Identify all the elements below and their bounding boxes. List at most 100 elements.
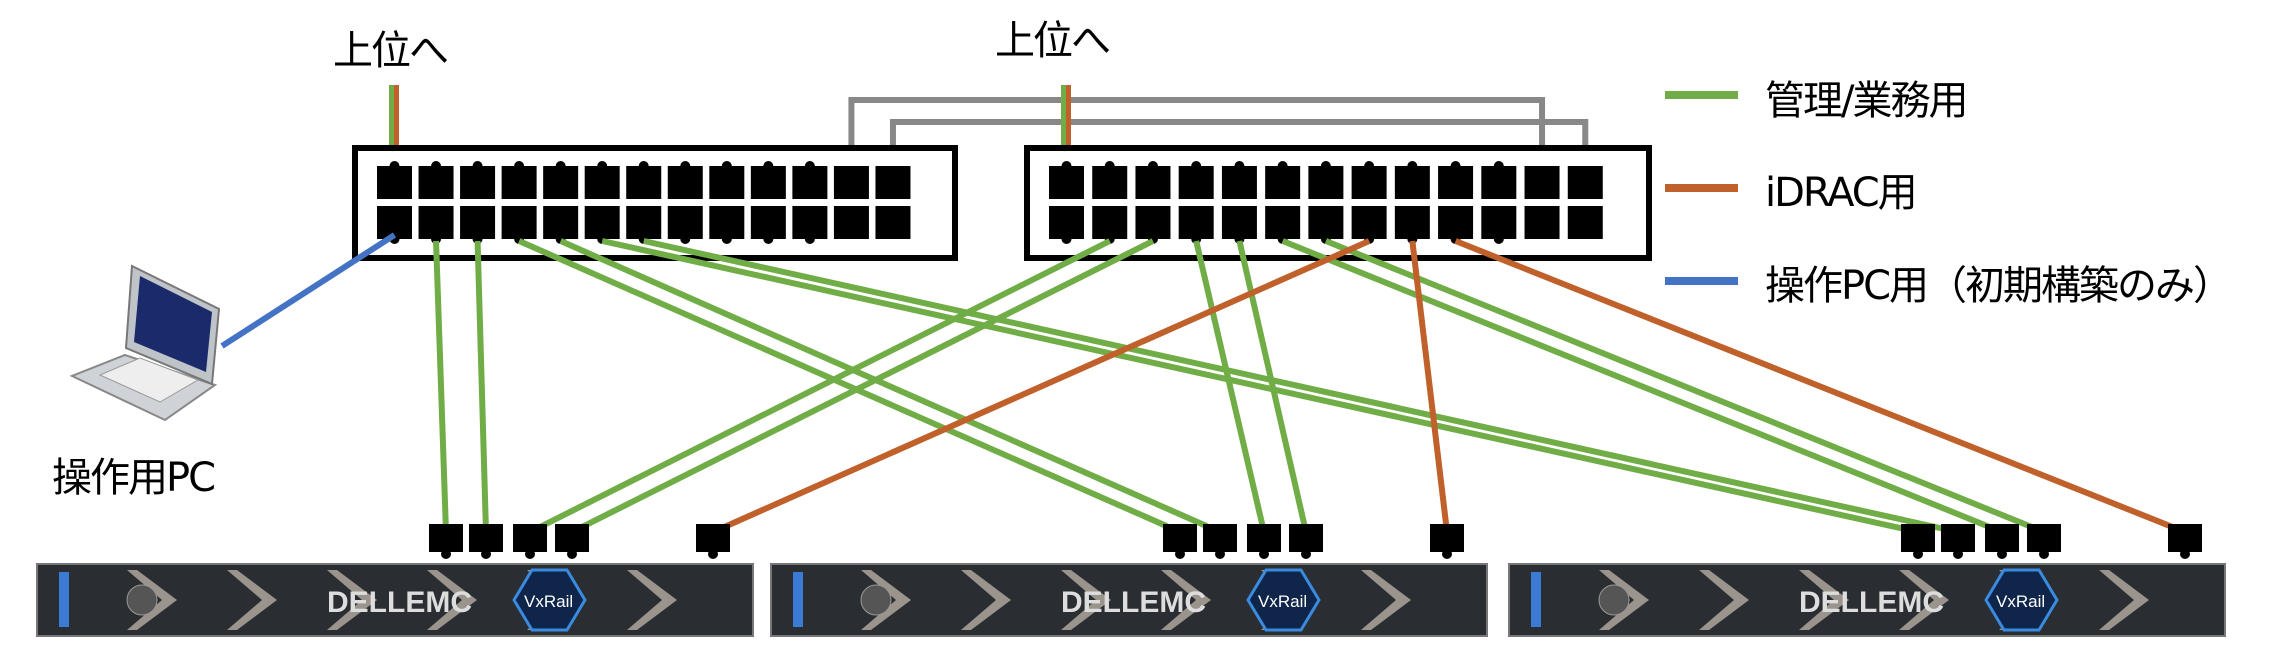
nic-connector <box>469 524 503 552</box>
switch-port-bottom <box>1135 206 1171 239</box>
switch-port-top <box>709 166 745 199</box>
switch-port-top <box>667 166 703 199</box>
port-latch <box>638 161 649 171</box>
port-latch <box>1234 161 1245 171</box>
nic-latch <box>481 549 491 559</box>
bezel-chevron <box>1061 570 1111 630</box>
port-latch <box>1147 161 1158 171</box>
server-status-led <box>1531 572 1541 627</box>
switch-port-bottom <box>1394 206 1430 239</box>
port-latch <box>1061 161 1072 171</box>
switch-port-top <box>501 166 537 199</box>
nic-connector <box>1247 524 1281 552</box>
nic-connector <box>2027 524 2061 552</box>
switch-port-bottom <box>1524 206 1560 239</box>
uplink-label-left: 上位へ <box>333 28 449 74</box>
link-idrac <box>1409 240 1450 533</box>
switch-port-top <box>1394 166 1430 199</box>
server-model-label: VxRail <box>1258 592 1307 611</box>
legend-label-mgmt: 管理/業務用 <box>1765 78 1968 124</box>
port-latch <box>763 234 774 244</box>
switch-port-top <box>1265 166 1301 199</box>
port-latch <box>680 161 691 171</box>
link-mgmt <box>528 238 1112 535</box>
switch-port-bottom <box>626 206 662 239</box>
link-mgmt <box>433 240 449 533</box>
nic-connector <box>429 524 463 552</box>
laptop-keyboard <box>98 357 200 403</box>
port-latch <box>804 234 815 244</box>
nic-connector <box>1941 524 1975 552</box>
nic-connector <box>696 524 730 552</box>
legend-label-pc: 操作PC用（初期構築のみ） <box>1765 263 2233 309</box>
bezel-chevron <box>127 570 177 630</box>
switch-port-bottom <box>543 206 579 239</box>
port-latch <box>472 161 483 171</box>
bezel-chevron <box>427 570 477 630</box>
port-latch <box>1061 234 1072 244</box>
port-latch <box>1364 161 1375 171</box>
switch-port-bottom <box>833 206 869 239</box>
switch-port-bottom <box>1308 206 1344 239</box>
port-latch <box>389 161 400 171</box>
server-chassis <box>1508 563 2226 637</box>
bezel-chevron <box>861 570 911 630</box>
server-brand-logo: DELLEMC <box>1061 586 1206 619</box>
nic-latch <box>1215 549 1225 559</box>
bezel-chevron <box>961 570 1011 630</box>
link-mgmt <box>474 240 489 533</box>
vxrail-badge <box>1984 568 2059 632</box>
link-idrac <box>711 238 1371 535</box>
port-latch <box>1407 161 1418 171</box>
switch-port-top <box>460 166 496 199</box>
switch-port-top <box>377 166 412 199</box>
switch-port-bottom <box>1438 206 1474 239</box>
port-latch <box>555 161 566 171</box>
link-mgmt <box>1193 240 1267 533</box>
port-latch <box>721 161 732 171</box>
switch-port-top <box>543 166 579 199</box>
nic-connector <box>1289 524 1323 552</box>
server-model-label: VxRail <box>1996 592 2045 611</box>
nic-latch <box>1301 549 1311 559</box>
isl-link-2 <box>889 119 1589 166</box>
port-latch <box>721 234 732 244</box>
link-mgmt <box>601 238 1919 535</box>
laptop-icon <box>69 264 221 422</box>
bezel-chevron <box>1361 570 1411 630</box>
switch-port-top <box>1438 166 1474 199</box>
switch-port-top <box>1351 166 1387 199</box>
server-status-led <box>59 572 69 627</box>
switch-port-top <box>584 166 620 199</box>
link-mgmt <box>643 238 1959 535</box>
port-latch <box>1104 161 1115 171</box>
nic-connector <box>1901 524 1935 552</box>
link-mgmt <box>1281 238 2004 535</box>
switch-port-bottom <box>1265 206 1301 239</box>
switch-port-bottom <box>584 206 620 239</box>
switch-port-bottom <box>460 206 496 239</box>
switch-port-bottom <box>1351 206 1387 239</box>
bezel-chevron <box>2099 570 2149 630</box>
nic-latch <box>441 549 451 559</box>
nic-latch <box>1259 549 1269 559</box>
switch-port-top <box>1135 166 1171 199</box>
port-latch <box>514 161 525 171</box>
switch-port-bottom <box>1481 206 1517 239</box>
nic-latch <box>2180 549 2190 559</box>
switch-2 <box>1024 145 1652 261</box>
switch-port-bottom <box>1092 206 1128 239</box>
nic-latch <box>708 549 718 559</box>
port-latch <box>597 161 608 171</box>
nic-latch <box>1913 549 1923 559</box>
switch-port-bottom <box>709 206 745 239</box>
power-button-icon <box>1598 584 1630 616</box>
switch-port-bottom <box>418 206 454 239</box>
power-button-icon <box>126 584 158 616</box>
switch-port-bottom <box>1049 206 1084 239</box>
nic-latch <box>1175 549 1185 559</box>
switch-port-top <box>418 166 454 199</box>
port-latch <box>1493 161 1504 171</box>
